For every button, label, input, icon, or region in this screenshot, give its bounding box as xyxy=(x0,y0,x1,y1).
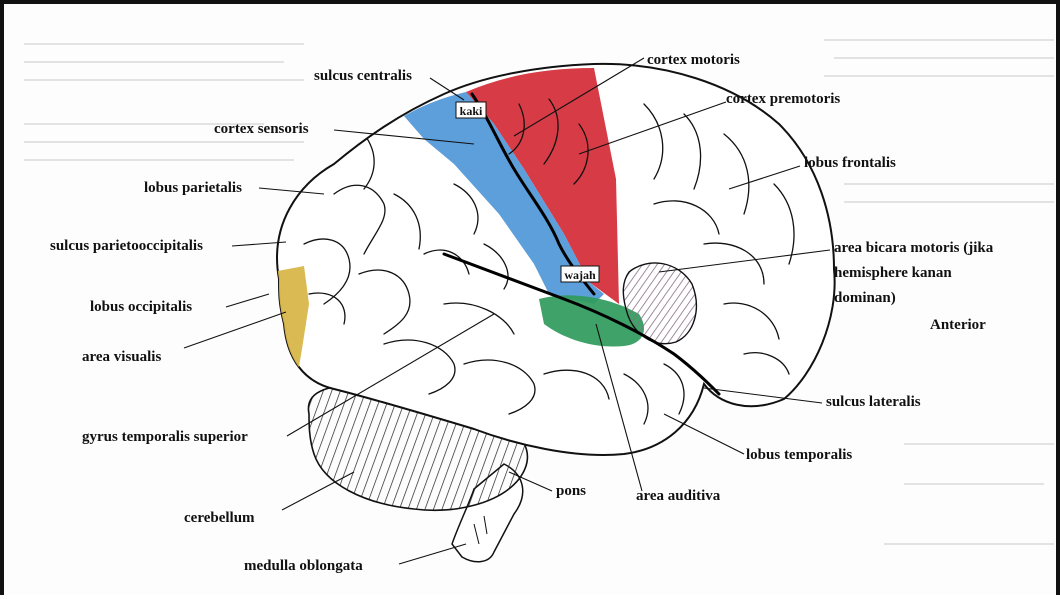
label-anterior: Anterior xyxy=(930,317,986,333)
label-area-bicara-motoris-line3: dominan) xyxy=(834,290,896,306)
label-pons: pons xyxy=(556,483,586,499)
label-lobus-frontalis: lobus frontalis xyxy=(804,155,896,171)
tag-kaki-text: kaki xyxy=(460,104,483,118)
label-sulcus-parietooccipitalis: sulcus parietooccipitalis xyxy=(50,238,203,254)
label-cerebellum: cerebellum xyxy=(184,510,255,526)
tag-wajah: wajah xyxy=(561,266,599,282)
label-cortex-sensoris: cortex sensoris xyxy=(214,121,309,137)
label-sulcus-lateralis: sulcus lateralis xyxy=(826,394,921,410)
label-medulla-oblongata: medulla oblongata xyxy=(244,558,363,574)
label-area-auditiva: area auditiva xyxy=(636,488,721,504)
label-sulcus-centralis: sulcus centralis xyxy=(314,68,412,84)
label-lobus-occipitalis: lobus occipitalis xyxy=(90,299,192,315)
tag-wajah-text: wajah xyxy=(564,268,596,282)
brain-diagram: kaki wajah sulcus centralis cortex motor… xyxy=(4,4,1060,599)
label-area-visualis: area visualis xyxy=(82,349,161,365)
label-area-bicara-motoris-line2: hemisphere kanan xyxy=(834,265,952,281)
tag-kaki: kaki xyxy=(456,102,486,118)
label-lobus-temporalis: lobus temporalis xyxy=(746,447,852,463)
label-gyrus-temporalis-superior: gyrus temporalis superior xyxy=(82,429,248,445)
label-cortex-premotoris: cortex premotoris xyxy=(726,91,840,107)
label-lobus-parietalis: lobus parietalis xyxy=(144,180,242,196)
label-cortex-motoris: cortex motoris xyxy=(647,52,740,68)
label-area-bicara-motoris-line1: area bicara motoris (jika xyxy=(834,240,994,256)
